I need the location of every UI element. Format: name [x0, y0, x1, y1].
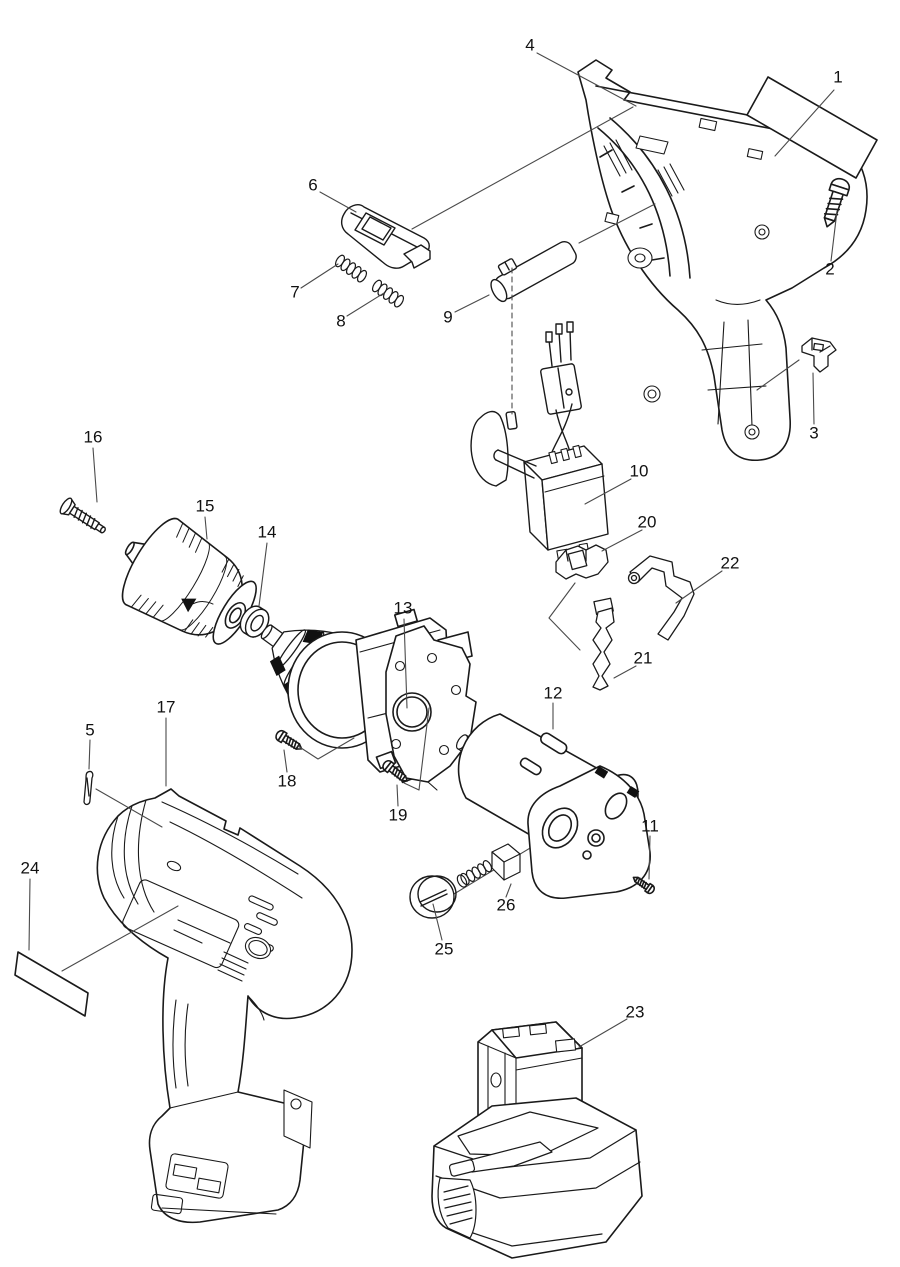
leader-line-part-24 [29, 879, 30, 950]
part-label-18: 18 [278, 771, 297, 790]
part-label-1: 1 [833, 67, 842, 86]
assembly-line-8 [62, 906, 178, 971]
part-label-17: 17 [157, 697, 176, 716]
part-7-spring [334, 254, 369, 284]
part-label-15: 15 [196, 496, 215, 515]
leader-line-part-22 [676, 571, 722, 603]
part-label-26: 26 [497, 895, 516, 914]
leader-line-part-26 [506, 884, 511, 897]
part-label-25: 25 [435, 939, 454, 958]
leader-line-part-14 [259, 543, 267, 606]
leader-line-part-1 [775, 90, 834, 156]
leader-line-part-10 [585, 479, 631, 504]
leader-line-part-2 [831, 211, 837, 261]
part-label-21: 21 [634, 648, 653, 667]
leader-line-part-7 [301, 264, 338, 288]
assembly-line-6 [404, 708, 429, 790]
part-12-motor [454, 714, 652, 898]
part-23-battery-pack [432, 1022, 642, 1258]
leader-line-part-18 [284, 750, 287, 772]
part-label-6: 6 [308, 175, 317, 194]
part-13-gear-assembly [237, 593, 476, 790]
part-label-3: 3 [809, 423, 818, 442]
leader-line-part-4 [537, 53, 636, 106]
leader-line-part-16 [93, 448, 97, 502]
part-14-ring [236, 602, 274, 641]
part-label-23: 23 [626, 1002, 645, 1021]
part-label-14: 14 [258, 522, 277, 541]
leader-line-part-19 [397, 785, 398, 806]
leader-line-part-13 [404, 619, 407, 708]
part-26-carbon-brush [455, 844, 520, 889]
assembly-line-5 [298, 738, 354, 759]
assembly-line-2 [579, 204, 655, 243]
leader-line-part-20 [602, 530, 642, 551]
part-24-nameplate-sticker [15, 952, 88, 1016]
leader-line-part-6 [320, 192, 356, 212]
part-8-spring [371, 279, 406, 309]
assembly-line-7 [549, 583, 580, 650]
assembly-line-3 [757, 360, 799, 390]
part-label-22: 22 [721, 553, 740, 572]
part-label-4: 4 [525, 35, 534, 54]
assembly-line-1 [412, 107, 633, 229]
leader-line-part-11 [649, 836, 650, 879]
part-20-terminal-block [556, 545, 608, 579]
leader-line-part-25 [433, 904, 442, 940]
part-15-chuck [102, 504, 271, 661]
part-25-brush-cap [410, 876, 456, 918]
part-label-9: 9 [443, 307, 452, 326]
leader-line-part-5 [89, 740, 90, 769]
part-label-20: 20 [638, 512, 657, 531]
part-10-switch-assembly [471, 322, 608, 565]
part-1-label-sticker [747, 77, 877, 178]
part-label-7: 7 [290, 282, 299, 301]
part-label-2: 2 [825, 259, 834, 278]
part-18-screw [273, 728, 306, 755]
leader-line-part-15 [205, 517, 207, 539]
part-4-housing-right-half [578, 60, 867, 460]
part-label-10: 10 [630, 461, 649, 480]
part-label-19: 19 [389, 805, 408, 824]
part-label-5: 5 [85, 720, 94, 739]
leader-line-part-3 [813, 373, 814, 424]
leader-line-part-9 [455, 295, 489, 312]
leader-line-part-8 [347, 293, 384, 316]
part-label-24: 24 [21, 858, 40, 877]
part-17-housing-left-half [97, 789, 352, 1222]
part-label-16: 16 [84, 427, 103, 446]
part-label-11: 11 [641, 816, 659, 835]
part-label-13: 13 [394, 598, 413, 617]
part-label-12: 12 [544, 683, 563, 702]
assembly-line-4 [96, 789, 162, 827]
part-6-slider-button [342, 205, 430, 268]
part-16-chuck-screw [58, 496, 109, 538]
part-22-bracket [629, 556, 695, 640]
leader-line-part-23 [579, 1019, 627, 1047]
leader-lines [29, 53, 837, 1047]
part-9-lock-bar [483, 230, 579, 304]
leader-line-part-21 [614, 666, 636, 678]
part-label-8: 8 [336, 311, 345, 330]
part-21-lever [593, 598, 614, 690]
part-3-clip [802, 338, 836, 372]
part-5-pin [84, 771, 93, 804]
